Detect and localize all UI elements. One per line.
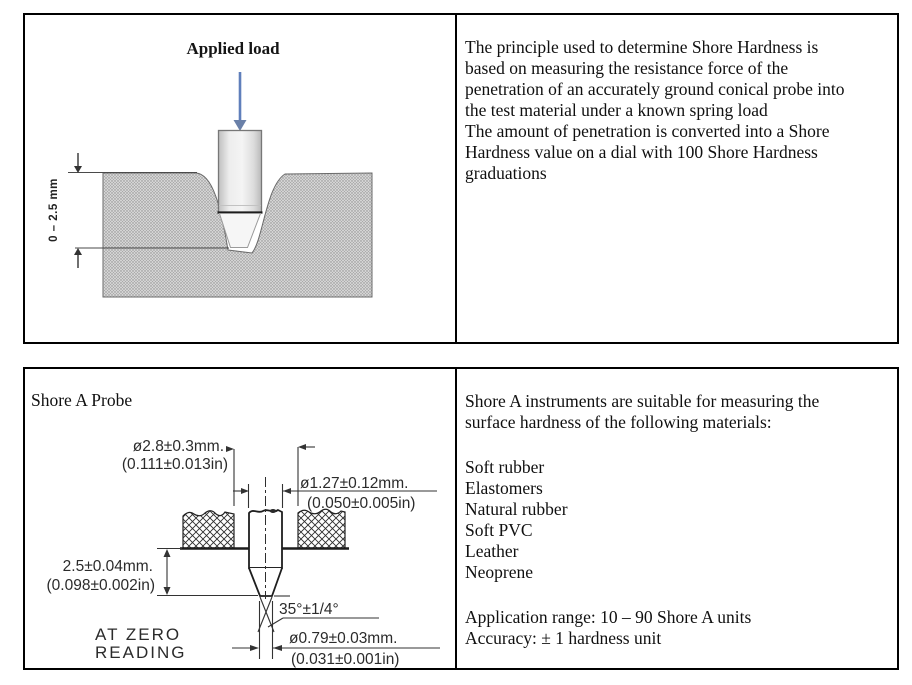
indentation-diagram-cell: Applied load — [25, 15, 457, 342]
test-material-block — [102, 172, 373, 298]
material-item: Neoprene — [465, 562, 534, 582]
shore-a-text: Shore A instruments are suitable for mea… — [457, 369, 897, 668]
material-item: Elastomers — [465, 478, 543, 498]
text-line: the test material under a known spring l… — [465, 100, 768, 120]
text-line: graduations — [465, 163, 547, 183]
svg-text:ø0.79±0.03mm.: ø0.79±0.03mm. — [289, 630, 397, 647]
text-line: penetration of an accurately ground coni… — [465, 79, 845, 99]
indentation-diagram: Applied load — [48, 39, 373, 298]
cone-angle-dimension: 35°±1/4° — [267, 601, 379, 628]
svg-text:ø1.27±0.12mm.: ø1.27±0.12mm. — [300, 475, 408, 492]
material-item: Leather — [465, 541, 519, 561]
shank-diameter-dimension: ø1.27±0.12mm. (0.050±0.005in) — [233, 475, 437, 512]
svg-text:ø2.8±0.3mm.: ø2.8±0.3mm. — [133, 438, 224, 455]
text-line: Shore A instruments are suitable for mea… — [465, 391, 820, 411]
at-zero-reading-note: AT ZERO READING — [95, 625, 186, 662]
applied-load-arrow-icon — [233, 72, 247, 131]
svg-text:(0.050±0.005in): (0.050±0.005in) — [307, 495, 415, 512]
indenter-cylinder — [217, 129, 263, 214]
application-range-line: Application range: 10 – 90 Shore A units — [465, 607, 752, 627]
hole-diameter-dimension: ø2.8±0.3mm. (0.111±0.013in) — [122, 438, 315, 506]
accuracy-line: Accuracy: ± 1 hardness unit — [465, 628, 662, 648]
text-line: based on measuring the resistance force … — [465, 58, 789, 78]
depth-dimension-arrows — [74, 153, 82, 268]
extension-depth-dimension: 2.5±0.04mm. (0.098±0.002in) — [47, 547, 258, 597]
presser-foot-plates — [180, 508, 349, 550]
text-line: Hardness value on a dial with 100 Shore … — [465, 142, 818, 162]
svg-text:AT ZERO: AT ZERO — [95, 625, 181, 644]
depth-range-label: 0 – 2.5 mm — [48, 178, 60, 242]
text-line: The principle used to determine Shore Ha… — [465, 37, 819, 57]
svg-text:(0.111±0.013in): (0.111±0.013in) — [122, 456, 228, 473]
text-line: surface hardness of the following materi… — [465, 412, 772, 432]
svg-text:(0.031±0.001in): (0.031±0.001in) — [291, 651, 399, 668]
svg-text:READING: READING — [95, 643, 186, 662]
principle-panel: Applied load — [23, 13, 899, 344]
material-item: Soft rubber — [465, 457, 545, 477]
svg-text:2.5±0.04mm.: 2.5±0.04mm. — [63, 558, 153, 575]
svg-text:35°±1/4°: 35°±1/4° — [279, 601, 339, 618]
indenter-cone-tip — [218, 213, 262, 248]
cone-angle-lines — [257, 595, 290, 633]
material-item: Natural rubber — [465, 499, 568, 519]
text-line: The amount of penetration is converted i… — [465, 121, 830, 141]
principle-text: The principle used to determine Shore Ha… — [457, 15, 897, 342]
probe-drawing-title: Shore A Probe — [31, 390, 133, 410]
material-item: Soft PVC — [465, 520, 533, 540]
shore-a-probe-panel: Shore A Probe — [23, 367, 899, 670]
applied-load-label: Applied load — [186, 39, 280, 58]
svg-text:(0.098±0.002in): (0.098±0.002in) — [47, 577, 155, 594]
probe-technical-drawing: ø2.8±0.3mm. (0.111±0.013in) ø1.27±0.12mm… — [47, 438, 440, 668]
tip-diameter-dimension: ø0.79±0.03mm. (0.031±0.001in) — [232, 601, 440, 668]
probe-drawing-cell: Shore A Probe — [25, 369, 457, 668]
